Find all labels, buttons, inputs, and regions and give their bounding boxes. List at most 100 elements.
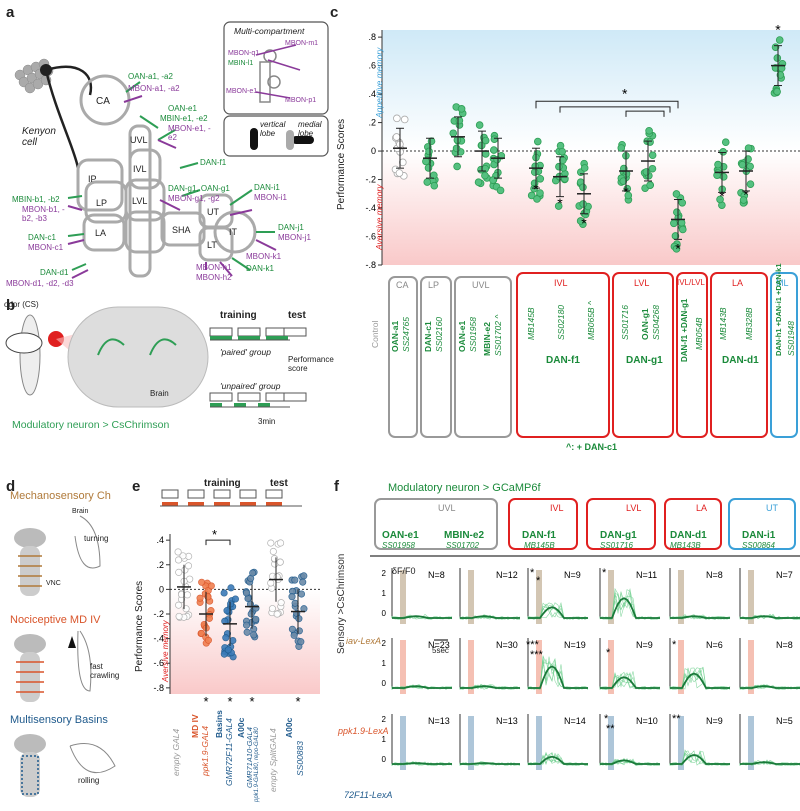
c-data-point — [648, 151, 657, 160]
f-region-uvl: UVL — [438, 503, 456, 513]
f-id-4: MB143B — [670, 541, 701, 550]
f-box-lvl — [586, 498, 656, 550]
f-driver-2: 72F11-LexA — [344, 790, 393, 800]
c-bracket — [535, 100, 679, 109]
e-data-point — [175, 612, 183, 620]
e-data-point — [174, 548, 182, 556]
e-data-point — [223, 607, 231, 615]
f-y-tick-label: 2 — [382, 639, 387, 648]
paired-label: 'paired' group — [220, 347, 271, 357]
region-lvl: LVL — [634, 278, 650, 288]
group-ml — [770, 272, 798, 438]
e-significance-star: * — [227, 694, 232, 709]
c-data-point — [579, 183, 587, 192]
f-stim-band — [536, 640, 542, 694]
e-data-point — [175, 601, 183, 609]
f-n-label: N=6 — [706, 640, 723, 650]
kenyon-cell-label: Kenyon cell — [22, 126, 56, 148]
c-bracket — [559, 106, 671, 113]
e-bracket — [205, 539, 231, 546]
c-id-ss01958: SS01958 — [468, 317, 478, 352]
f-neuron-1: MBIN-e2 — [444, 530, 485, 541]
f-box-la — [664, 498, 722, 550]
panel-label-d: d — [6, 478, 16, 495]
label-mbin-b1: MBIN-b1, -b2 — [12, 195, 60, 204]
f-title: Modulatory neuron > GCaMP6f — [388, 482, 541, 494]
c-id-mb054b: MB054B — [694, 317, 704, 350]
panel-label-e: e — [132, 478, 141, 495]
f-significance-star: * — [602, 567, 607, 579]
e-data-point — [276, 558, 284, 566]
c-line-mbin-e2: MBIN-e2 — [482, 321, 492, 356]
c-data-point — [678, 225, 687, 234]
d-noci-title: Nociceptive MD IV — [10, 614, 101, 626]
f-stim-band — [678, 570, 684, 624]
f-mean-trace — [740, 685, 800, 689]
label-mbon-a1: MBON-a1, -a2 — [128, 84, 180, 93]
f-stim-band — [400, 570, 406, 624]
c-id-mb328b: MB328B — [744, 307, 754, 340]
c-y-tick-label: -.6 — [365, 232, 376, 242]
f-n-label: N=9 — [564, 570, 581, 580]
compartment-la: LA — [95, 228, 107, 238]
c-line-dan-h1: DAN-h1 +DAN-i1 +DAN-k1 — [774, 263, 783, 356]
c-data-point — [721, 138, 730, 147]
f-mean-trace — [392, 762, 452, 765]
f-n-label: N=9 — [636, 640, 653, 650]
c-data-point — [773, 87, 781, 96]
compartment-uvl: UVL — [130, 135, 148, 145]
label-mbon-d1: MBON-d1, -d2, -d3 — [6, 279, 74, 288]
c-data-point — [455, 116, 464, 125]
label-dan-f1: DAN-f1 — [200, 158, 227, 167]
c-bracket — [625, 110, 665, 117]
c-data-point — [773, 54, 782, 62]
e-data-point — [268, 605, 276, 613]
c-data-point — [648, 164, 657, 173]
f-mean-trace — [460, 615, 520, 619]
e-data-point — [250, 631, 258, 639]
e-x1-main: MD IV — [190, 714, 200, 738]
label-mbon-g1: MBON-g1, -g2 — [168, 194, 220, 203]
c-significance-star: * — [533, 181, 539, 197]
c-footnote: ^: + DAN-c1 — [566, 442, 618, 452]
c-data-point — [719, 173, 728, 181]
f-significance-star: *** — [530, 649, 544, 661]
c-y-tick-label: .8 — [368, 32, 376, 42]
group-la — [710, 272, 768, 438]
c-data-point — [430, 181, 439, 190]
f-n-label: N=12 — [496, 570, 518, 580]
e-data-point — [205, 614, 213, 622]
f-region-la: LA — [696, 503, 708, 513]
e-data-point — [198, 578, 206, 586]
f-stim-band — [468, 716, 474, 770]
e-data-point — [288, 593, 296, 601]
c-data-point — [527, 191, 536, 200]
f-n-label: N=8 — [706, 570, 723, 580]
c-data-point — [576, 217, 585, 225]
f-mean-trace — [528, 755, 588, 765]
e-data-point — [295, 615, 303, 623]
e-x2-main: Basins — [214, 710, 224, 738]
f-mean-trace — [670, 672, 730, 689]
e-data-point — [291, 576, 299, 584]
e-x2-sub: GMR72F11-GAL4 — [224, 718, 234, 786]
duration-label: 3min — [258, 417, 276, 426]
f-n-label: N=30 — [496, 640, 518, 650]
e-x3-note: ppk1.9-GAL80, repo-GAL80 — [254, 727, 260, 802]
e-stim-bar — [266, 502, 282, 506]
f-stim-band — [400, 640, 406, 694]
label-dan-j1: DAN-j1 — [278, 223, 304, 232]
performance-scores-chart: .8.6.4.20-.2-.4-.6-.8********* — [365, 21, 800, 270]
region-ivl-lvl: IVL/LVL — [677, 278, 705, 287]
c-aversive-label: Aversive memory — [374, 184, 384, 251]
f-y-tick-label: 1 — [382, 659, 387, 668]
c-line-dan-f1-g1: DAN-f1 +DAN-g1 — [680, 298, 689, 362]
c-data-point — [714, 160, 722, 169]
compartment-lp: LP — [96, 198, 108, 208]
f-id-1: SS01702 — [446, 541, 479, 550]
f-significance-star: *** — [526, 639, 540, 651]
compartment-ip: IP — [88, 174, 97, 184]
c-data-point — [452, 144, 461, 153]
e-data-point — [290, 631, 298, 639]
